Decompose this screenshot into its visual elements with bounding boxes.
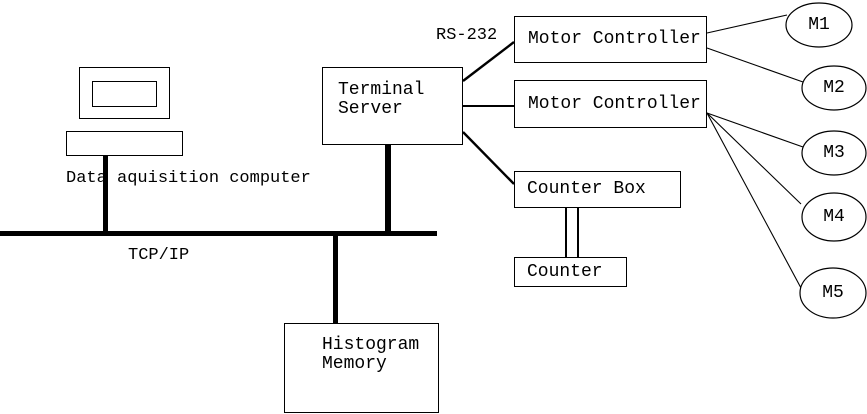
terminal-server-node: Terminal Server	[322, 67, 463, 145]
motor-m3-ellipse	[801, 130, 867, 176]
motor-m2-label: M2	[823, 78, 845, 98]
counter-node: Counter	[514, 257, 627, 287]
link-mc1-m2	[706, 47, 804, 83]
terminal-server-label: Terminal Server	[338, 80, 425, 119]
counter-box-label: Counter Box	[527, 179, 646, 199]
motor-m4-label: M4	[823, 207, 845, 227]
computer-keyboard-icon	[66, 131, 183, 156]
rs232-link-terminal-server-counter-box	[462, 131, 515, 185]
histogram-memory-label: Histogram Memory	[322, 335, 420, 374]
motor-m1-ellipse	[785, 2, 853, 48]
counter-label: Counter	[527, 261, 603, 282]
motor-controller-2-label: Motor Controller	[528, 93, 701, 114]
link-mc2-m3	[706, 112, 804, 148]
tcpip-bus-label: TCP/IP	[128, 246, 190, 265]
computer-screen-icon	[92, 81, 157, 107]
motor-m5-ellipse	[799, 267, 867, 319]
link-mc2-m4	[706, 112, 802, 205]
motor-m1-label: M1	[808, 15, 830, 35]
rs232-link-terminal-server-mc1	[462, 41, 515, 82]
data-acquisition-computer-label: Data aquisition computer	[66, 169, 311, 188]
motor-m4-ellipse	[801, 192, 867, 242]
rs232-label: RS-232	[436, 26, 498, 45]
motor-controller-1-node: Motor Controller	[514, 16, 707, 63]
motor-m3-label: M3	[823, 143, 845, 163]
link-mc1-m1	[706, 14, 788, 34]
counter-box-node: Counter Box	[514, 171, 681, 208]
histogram-memory-node: Histogram Memory	[284, 323, 439, 413]
motor-m2-ellipse	[801, 65, 867, 111]
motor-controller-2-node: Motor Controller	[514, 80, 707, 128]
motor-m5-label: M5	[822, 283, 844, 303]
motor-controller-1-label: Motor Controller	[528, 29, 701, 49]
link-mc2-m5	[706, 112, 802, 289]
